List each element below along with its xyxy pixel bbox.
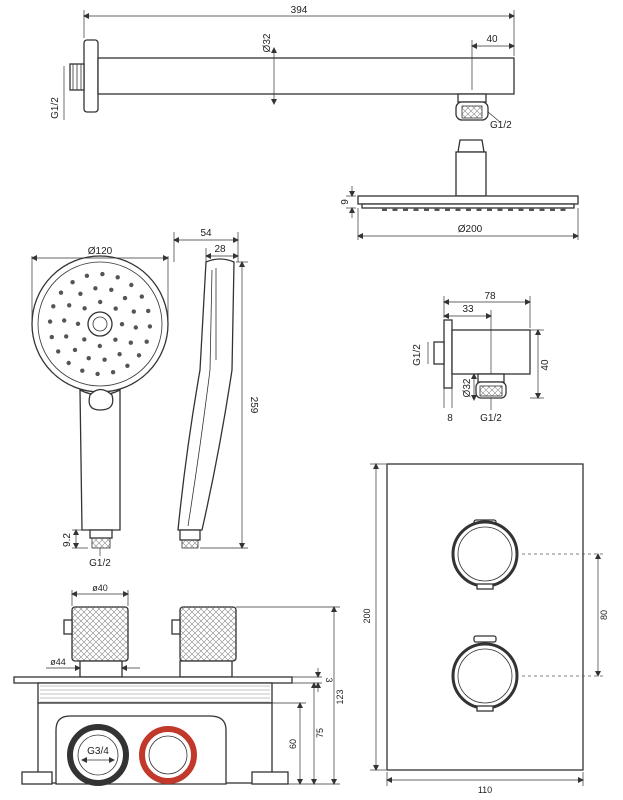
elbow-offset-label: 33 xyxy=(462,304,474,315)
spray-hole xyxy=(110,370,116,375)
arm-offset-label: 40 xyxy=(486,34,498,45)
spray-hole xyxy=(82,337,87,342)
spray-hole xyxy=(72,347,78,353)
arm-outlet-thread-label: G1/2 xyxy=(490,120,512,131)
nozzle xyxy=(445,208,450,211)
box-depth-label: 75 xyxy=(315,728,325,738)
box-total-depth-label: 123 xyxy=(335,689,345,704)
panel-width-label: 110 xyxy=(478,785,492,795)
spray-hole xyxy=(56,349,61,354)
hand-shower-front-view: Ø120 9.2 G1/2 xyxy=(31,246,169,569)
spray-hole xyxy=(93,286,98,291)
hand-depth-label: 54 xyxy=(200,228,212,239)
spray-hole xyxy=(61,318,67,323)
spray-hole xyxy=(98,299,103,305)
spray-hole xyxy=(95,371,100,377)
spray-hole xyxy=(86,356,91,361)
head-height-label: 9 xyxy=(340,199,351,205)
spray-hole xyxy=(139,294,144,299)
spray-hole xyxy=(49,334,54,340)
nozzle xyxy=(560,208,566,211)
shower-arm-view: 394 Ø32 40 G1/2 G1/2 xyxy=(50,5,515,131)
hand-thread-label: G1/2 xyxy=(89,558,111,569)
nozzle xyxy=(413,208,419,211)
box-inner-depth-label: 60 xyxy=(288,739,298,749)
spray-hole xyxy=(102,357,107,362)
nozzle xyxy=(434,208,440,211)
spray-hole xyxy=(84,273,90,278)
nozzle xyxy=(529,208,534,211)
spray-hole xyxy=(133,325,138,330)
spray-hole xyxy=(144,339,149,344)
mixer-box-view: G3/4 ø40 ø44 3 123 75 60 xyxy=(13,583,345,786)
spray-hole xyxy=(125,363,130,368)
wall-elbow-view: 78 33 40 G1/2 Ø32 8 G1/2 xyxy=(412,291,551,424)
spray-hole xyxy=(136,353,142,358)
spray-hole xyxy=(131,309,136,314)
nozzle xyxy=(466,208,471,211)
spray-hole xyxy=(63,334,69,339)
spray-hole xyxy=(119,322,125,327)
nozzle xyxy=(539,208,545,211)
nozzle xyxy=(550,208,555,211)
arm-thread-label: G1/2 xyxy=(50,97,61,119)
nozzle xyxy=(487,208,492,211)
elbow-thread-bottom-label: G1/2 xyxy=(480,413,502,424)
spray-hole xyxy=(147,324,153,329)
spray-hole xyxy=(122,295,128,301)
spray-hole xyxy=(113,337,118,342)
nozzle xyxy=(392,208,398,211)
spray-hole xyxy=(67,303,72,308)
shower-head-view: 9 Ø200 xyxy=(340,139,579,240)
nozzle xyxy=(455,208,461,211)
nozzle xyxy=(518,208,524,211)
arm-diameter-label: Ø32 xyxy=(262,33,273,52)
nozzle xyxy=(382,208,387,211)
hand-length-label: 259 xyxy=(248,397,259,414)
spray-hole xyxy=(75,321,81,326)
spray-hole xyxy=(80,368,85,373)
arm-length-label: 394 xyxy=(291,5,308,16)
front-panel-view: 80 200 110 xyxy=(362,463,609,795)
spray-hole xyxy=(78,291,83,296)
box-knob-diameter-label: ø40 xyxy=(92,583,108,593)
head-diameter-label: Ø200 xyxy=(458,224,483,235)
hot-inlet xyxy=(139,726,197,784)
spray-hole xyxy=(97,343,103,349)
spray-hole xyxy=(128,340,133,345)
hand-diameter-label: Ø120 xyxy=(88,246,113,257)
spray-hole xyxy=(113,306,118,311)
nozzle xyxy=(476,208,482,211)
spray-hole xyxy=(51,304,56,309)
spray-hole xyxy=(117,352,122,357)
hand-depth-inner-label: 28 xyxy=(214,244,226,255)
nozzle xyxy=(497,208,503,211)
box-collar-diameter-label: ø44 xyxy=(50,657,66,667)
hand-shower-side-view: 54 28 259 xyxy=(173,228,259,549)
box-inlet-label: G3/4 xyxy=(87,746,109,757)
spray-hole xyxy=(146,308,151,314)
spray-hole xyxy=(129,282,134,288)
panel-spacing-label: 80 xyxy=(599,610,609,620)
nozzle xyxy=(403,208,408,211)
elbow-plate-label: 8 xyxy=(447,413,453,424)
nozzle xyxy=(508,208,513,211)
spray-hole xyxy=(70,280,75,285)
spray-hole xyxy=(66,360,71,366)
nozzle xyxy=(424,208,429,211)
elbow-diameter-label: Ø32 xyxy=(462,378,473,397)
panel-height-label: 200 xyxy=(362,608,372,623)
spray-hole xyxy=(82,306,87,311)
spray-hole xyxy=(100,271,105,277)
spray-hole xyxy=(58,290,64,295)
hand-neck-label: 9.2 xyxy=(62,533,73,547)
elbow-width-label: 78 xyxy=(484,291,496,302)
elbow-thread-left-label: G1/2 xyxy=(412,344,423,366)
elbow-height-label: 40 xyxy=(540,359,551,371)
spray-hole xyxy=(47,319,53,324)
box-plate-label: 3 xyxy=(324,677,334,682)
spray-hole xyxy=(109,287,114,292)
spray-hole xyxy=(115,275,120,280)
